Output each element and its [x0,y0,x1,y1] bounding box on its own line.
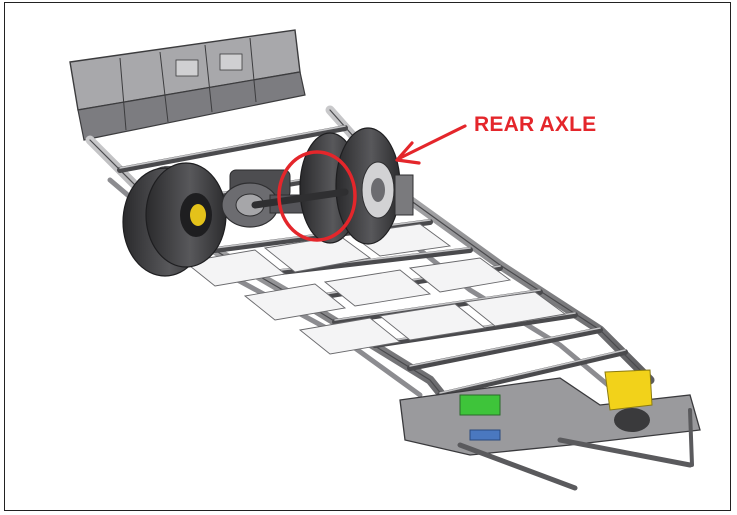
front-suspension [399,369,701,491]
callout-arrow-shaft [396,124,467,161]
front-bulkhead [69,29,306,141]
left-rear-wheels [122,162,227,277]
rear-axle-shaft [251,188,349,209]
rear-axle-callout [277,124,467,242]
callout-circle [277,150,357,242]
floor-openings [183,223,567,355]
rear-axle-label: REAR AXLE [474,113,597,136]
callout-arrow-head [395,141,421,165]
